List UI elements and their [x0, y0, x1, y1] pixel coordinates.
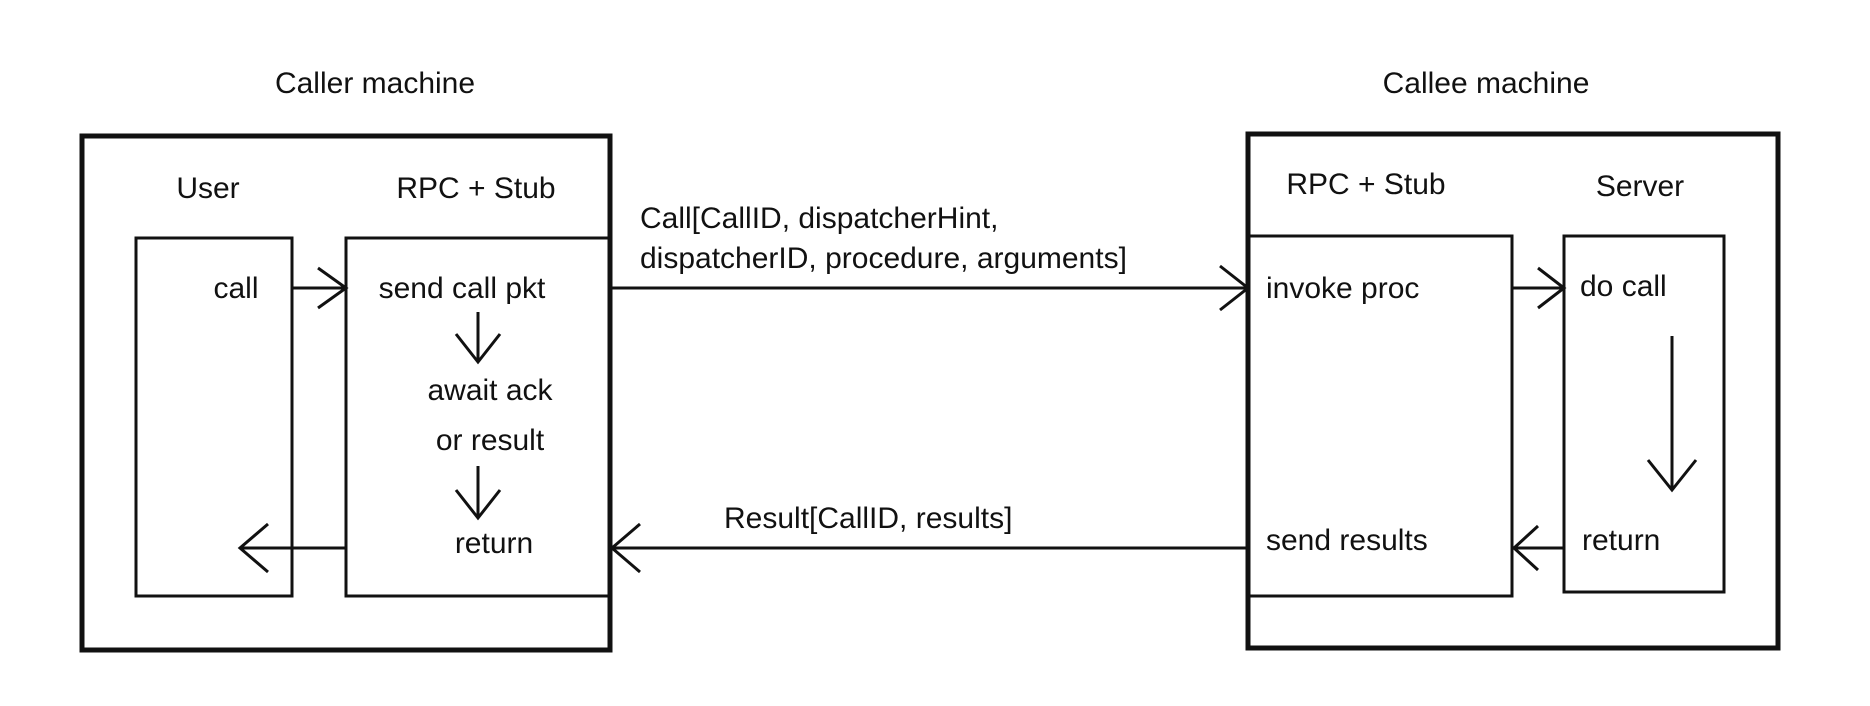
result-packet-arrow: [609, 522, 1248, 574]
caller-machine-title: Caller machine: [275, 67, 475, 100]
caller-step-or-result: or result: [436, 424, 545, 457]
callee-stub-box: [1246, 234, 1514, 598]
callee-stub-heading: RPC + Stub: [1286, 168, 1445, 201]
call-arrow: [292, 266, 349, 310]
caller-step-down-arrow-1: [454, 312, 502, 365]
caller-stub-heading: RPC + Stub: [396, 172, 555, 205]
callee-send-results: send results: [1266, 524, 1428, 557]
caller-user-box: [134, 236, 294, 598]
caller-step-send-call-pkt: send call pkt: [379, 272, 546, 305]
invoke-arrow: [1512, 266, 1567, 310]
caller-call-label: call: [213, 272, 258, 305]
call-message-line-1: Call[CallID, dispatcherHint,: [640, 202, 998, 235]
call-message-line-2: dispatcherID, procedure, arguments]: [640, 242, 1127, 275]
caller-step-down-arrow-2: [454, 466, 502, 521]
callee-machine-title: Callee machine: [1383, 67, 1590, 100]
callee-invoke-proc: invoke proc: [1266, 272, 1419, 305]
caller-user-heading: User: [176, 172, 239, 205]
caller-step-await-ack: await ack: [427, 374, 553, 407]
server-down-arrow: [1646, 336, 1698, 493]
server-return: return: [1582, 524, 1660, 557]
server-do-call: do call: [1580, 270, 1667, 303]
caller-return-arrow: [237, 522, 346, 574]
callee-server-heading: Server: [1596, 170, 1684, 203]
send-results-arrow: [1511, 524, 1564, 572]
callee-server-box: [1562, 234, 1726, 594]
caller-stub-box: [344, 236, 612, 598]
result-message-label: Result[CallID, results]: [724, 502, 1012, 535]
caller-step-return: return: [455, 527, 533, 560]
